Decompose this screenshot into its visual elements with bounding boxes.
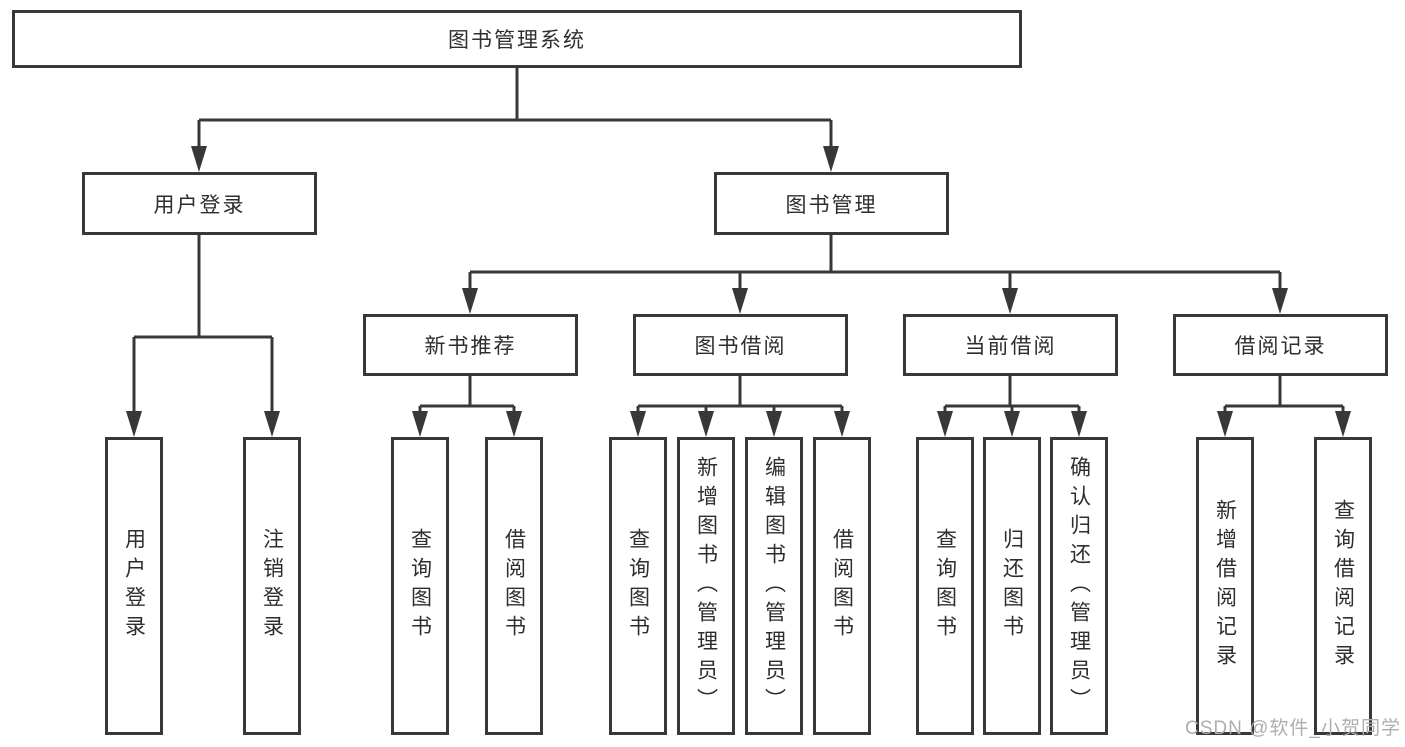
arrow-icon (126, 411, 142, 437)
leaf-user-login-label: 用户登录 (122, 528, 146, 644)
node-current-borrow: 当前借阅 (903, 314, 1118, 376)
arrow-icon (630, 411, 646, 437)
leaf-edit-books-admin: 编辑图书（管理员） (745, 437, 803, 735)
leaf-logout: 注销登录 (243, 437, 301, 735)
leaf-label: 确认归还（管理员） (1067, 455, 1091, 717)
leaf-label: 借阅图书 (830, 528, 854, 644)
arrow-icon (412, 411, 428, 437)
arrow-icon (264, 411, 280, 437)
node-new-book-recommend: 新书推荐 (363, 314, 578, 376)
connector-borrow-records (1223, 376, 1345, 416)
leaf-return-books: 归还图书 (983, 437, 1041, 735)
arrow-icon (1002, 288, 1018, 314)
node-borrow-records-label: 借阅记录 (1234, 335, 1327, 358)
node-user-login-branch-label: 用户登录 (153, 193, 246, 217)
connector-book-management (468, 235, 1282, 291)
arrow-icon (1272, 288, 1288, 314)
leaf-logout-label: 注销登录 (260, 528, 284, 644)
arrow-icon (191, 146, 207, 172)
connector-current-borrow (943, 376, 1081, 416)
node-book-borrow: 图书借阅 (633, 314, 848, 376)
arrow-icon (766, 411, 782, 437)
leaf-label: 查询借阅记录 (1331, 499, 1355, 673)
arrow-icon (1071, 411, 1087, 437)
leaf-query-books-current: 查询图书 (916, 437, 974, 735)
node-book-borrow-label: 图书借阅 (694, 335, 787, 358)
node-root: 图书管理系统 (12, 10, 1022, 68)
node-current-borrow-label: 当前借阅 (964, 335, 1057, 358)
leaf-add-borrow-record: 新增借阅记录 (1196, 437, 1254, 735)
arrow-icon (506, 411, 522, 437)
node-borrow-records: 借阅记录 (1173, 314, 1388, 376)
leaf-confirm-return-admin: 确认归还（管理员） (1050, 437, 1108, 735)
arrow-icon (698, 411, 714, 437)
connector-root (197, 68, 833, 149)
leaf-query-books-borrow: 查询图书 (609, 437, 667, 735)
node-book-management-branch-label: 图书管理 (785, 193, 878, 217)
leaf-label: 查询图书 (408, 528, 432, 644)
leaf-label: 查询图书 (626, 528, 650, 644)
arrow-icon (823, 146, 839, 172)
arrow-icon (732, 288, 748, 314)
leaf-label: 查询图书 (933, 528, 957, 644)
leaf-label: 借阅图书 (502, 528, 526, 644)
connector-book-borrow (636, 376, 844, 416)
arrow-icon (1004, 411, 1020, 437)
leaf-label: 新增图书（管理员） (694, 455, 718, 717)
leaf-query-borrow-record: 查询借阅记录 (1314, 437, 1372, 735)
node-new-book-recommend-label: 新书推荐 (424, 335, 517, 358)
connector-user-login (132, 235, 274, 414)
leaf-label: 新增借阅记录 (1213, 499, 1237, 673)
leaf-borrow-books-recommend: 借阅图书 (485, 437, 543, 735)
arrow-icon (937, 411, 953, 437)
leaf-label: 归还图书 (1000, 528, 1024, 644)
node-user-login-branch: 用户登录 (82, 172, 317, 235)
leaf-user-login: 用户登录 (105, 437, 163, 735)
arrow-icon (834, 411, 850, 437)
csdn-watermark: CSDN @软件_小贺同学 (1185, 718, 1401, 739)
arrow-icon (1217, 411, 1233, 437)
arrow-icon (462, 288, 478, 314)
leaf-add-books-admin: 新增图书（管理员） (677, 437, 735, 735)
connector-new-book (418, 376, 516, 416)
leaf-label: 编辑图书（管理员） (762, 455, 786, 717)
arrow-icon (1335, 411, 1351, 437)
node-root-label: 图书管理系统 (448, 29, 586, 52)
node-book-management-branch: 图书管理 (714, 172, 949, 235)
arrowheads (126, 146, 1351, 437)
leaf-query-books-recommend: 查询图书 (391, 437, 449, 735)
leaf-borrow-books: 借阅图书 (813, 437, 871, 735)
